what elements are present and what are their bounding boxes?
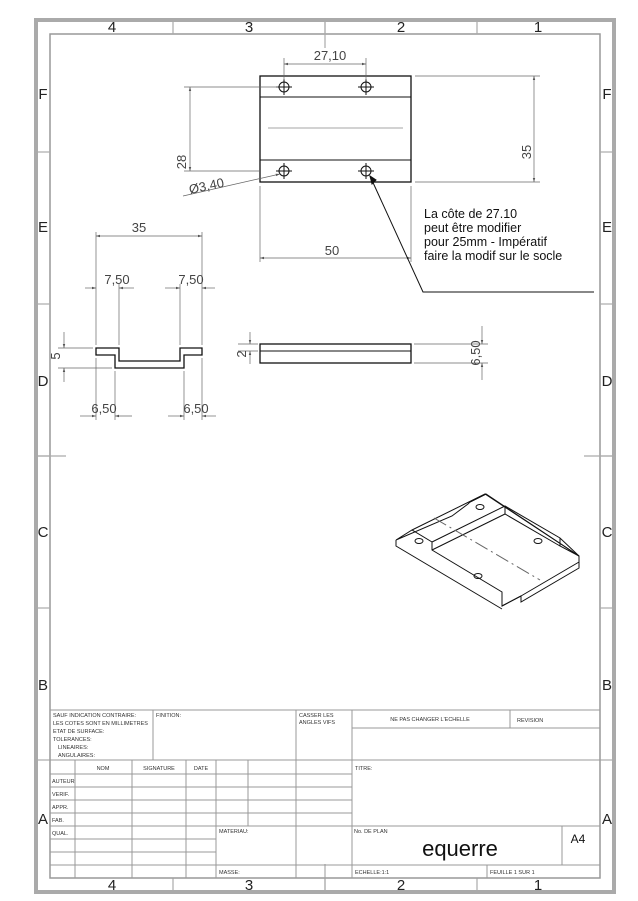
zone-col-label: 3 bbox=[245, 19, 253, 36]
zone-row-label: F bbox=[38, 86, 47, 103]
zone-row-label: E bbox=[602, 219, 612, 236]
plan-no-label: No. DE PLAN bbox=[354, 829, 388, 835]
revision-label: REVISION bbox=[517, 718, 543, 724]
zone-col-label: 3 bbox=[245, 877, 253, 894]
note-line: pour 25mm - Impératif bbox=[424, 235, 547, 249]
col-date: DATE bbox=[194, 766, 209, 772]
zone-row-label: B bbox=[38, 677, 48, 694]
zone-col-label: 1 bbox=[534, 877, 542, 894]
title-block-text: SAUF INDICATION CONTRAIRE: LES COTES SON… bbox=[52, 713, 543, 876]
tolerance-line: ETAT DE SURFACE: bbox=[53, 729, 105, 735]
col-signature: SIGNATURE bbox=[143, 766, 175, 772]
edges-label: CASSER LES bbox=[299, 713, 334, 719]
dim-leg-left: 6,50 bbox=[91, 401, 116, 416]
zone-row-label: B bbox=[602, 677, 612, 694]
plan-number: equerre bbox=[422, 836, 498, 861]
scale-warning: NE PAS CHANGER L'ECHELLE bbox=[390, 717, 470, 723]
mass-label: MASSE: bbox=[219, 870, 240, 876]
zone-row-label: A bbox=[602, 811, 612, 828]
side-view: 2 6,50 bbox=[234, 326, 488, 380]
dim-thickness: 2 bbox=[234, 350, 249, 357]
row-label: APPR. bbox=[52, 805, 69, 811]
sheet-label: FEUILLE 1 SUR 1 bbox=[490, 870, 535, 876]
tolerance-line: LINEAIRES: bbox=[58, 745, 89, 751]
hole-marks bbox=[276, 79, 374, 179]
title-label: TITRE: bbox=[355, 766, 373, 772]
dim-flange-left: 7,50 bbox=[104, 272, 129, 287]
note-line: faire la modif sur le socle bbox=[424, 249, 562, 263]
finish-label: FINITION: bbox=[156, 713, 182, 719]
zone-row-label: A bbox=[38, 811, 48, 828]
zone-row-label: D bbox=[38, 373, 49, 390]
note-line: peut être modifier bbox=[424, 221, 521, 235]
dim-overall-width: 35 bbox=[132, 220, 146, 235]
dim-side-height: 6,50 bbox=[468, 340, 483, 365]
tolerance-line: SAUF INDICATION CONTRAIRE: bbox=[53, 713, 136, 719]
note-text: La côte de 27.10 peut être modifier pour… bbox=[424, 207, 562, 263]
dim-height: 35 bbox=[519, 145, 534, 159]
row-label: VERIF. bbox=[52, 792, 70, 798]
note-leader bbox=[369, 174, 594, 293]
zone-col-label: 2 bbox=[397, 19, 405, 36]
zone-col-label: 1 bbox=[534, 19, 542, 36]
edges-label: ANGLES VIFS bbox=[299, 720, 335, 726]
tolerance-line: TOLERANCES: bbox=[53, 737, 92, 743]
dim-offset: 28 bbox=[174, 155, 189, 169]
zone-col-label: 2 bbox=[397, 877, 405, 894]
dim-hole-spacing: 27,10 bbox=[314, 48, 347, 63]
zone-row-label: E bbox=[38, 219, 48, 236]
section-view: 35 7,50 7,50 5 6,50 6,50 bbox=[48, 220, 216, 420]
zone-row-label: F bbox=[602, 86, 611, 103]
zone-col-label: 4 bbox=[108, 19, 116, 36]
tolerance-line: ANGULAIRES: bbox=[58, 753, 95, 759]
tolerance-line: LES COTES SONT EN MILLIMETRES bbox=[53, 721, 148, 727]
zone-col-label: 4 bbox=[108, 877, 116, 894]
zone-row-label: D bbox=[602, 373, 613, 390]
dim-depth: 5 bbox=[48, 352, 63, 359]
col-name: NOM bbox=[97, 766, 110, 772]
row-label: AUTEUR bbox=[52, 779, 75, 785]
row-label: FAB. bbox=[52, 818, 64, 824]
material-label: MATERIAU: bbox=[219, 829, 249, 835]
format-label: A4 bbox=[571, 832, 586, 846]
note-line: La côte de 27.10 bbox=[424, 207, 517, 221]
zone-row-label: C bbox=[38, 524, 49, 541]
dim-width: 50 bbox=[325, 243, 339, 258]
zone-row-label: C bbox=[602, 524, 613, 541]
dim-hole-diameter: Ø3,40 bbox=[188, 175, 226, 197]
top-view: 27,10 35 28 Ø3,40 50 bbox=[174, 48, 540, 262]
row-label: QUAL. bbox=[52, 831, 69, 837]
title-block bbox=[49, 709, 601, 879]
dim-flange-right: 7,50 bbox=[178, 272, 203, 287]
dim-leg-right: 6,50 bbox=[183, 401, 208, 416]
scale-label: ECHELLE:1:1 bbox=[355, 870, 389, 876]
isometric-view bbox=[395, 493, 580, 610]
zone-labels: 4 3 2 1 4 3 2 1 F E D C B A F E D C B A bbox=[38, 19, 613, 894]
